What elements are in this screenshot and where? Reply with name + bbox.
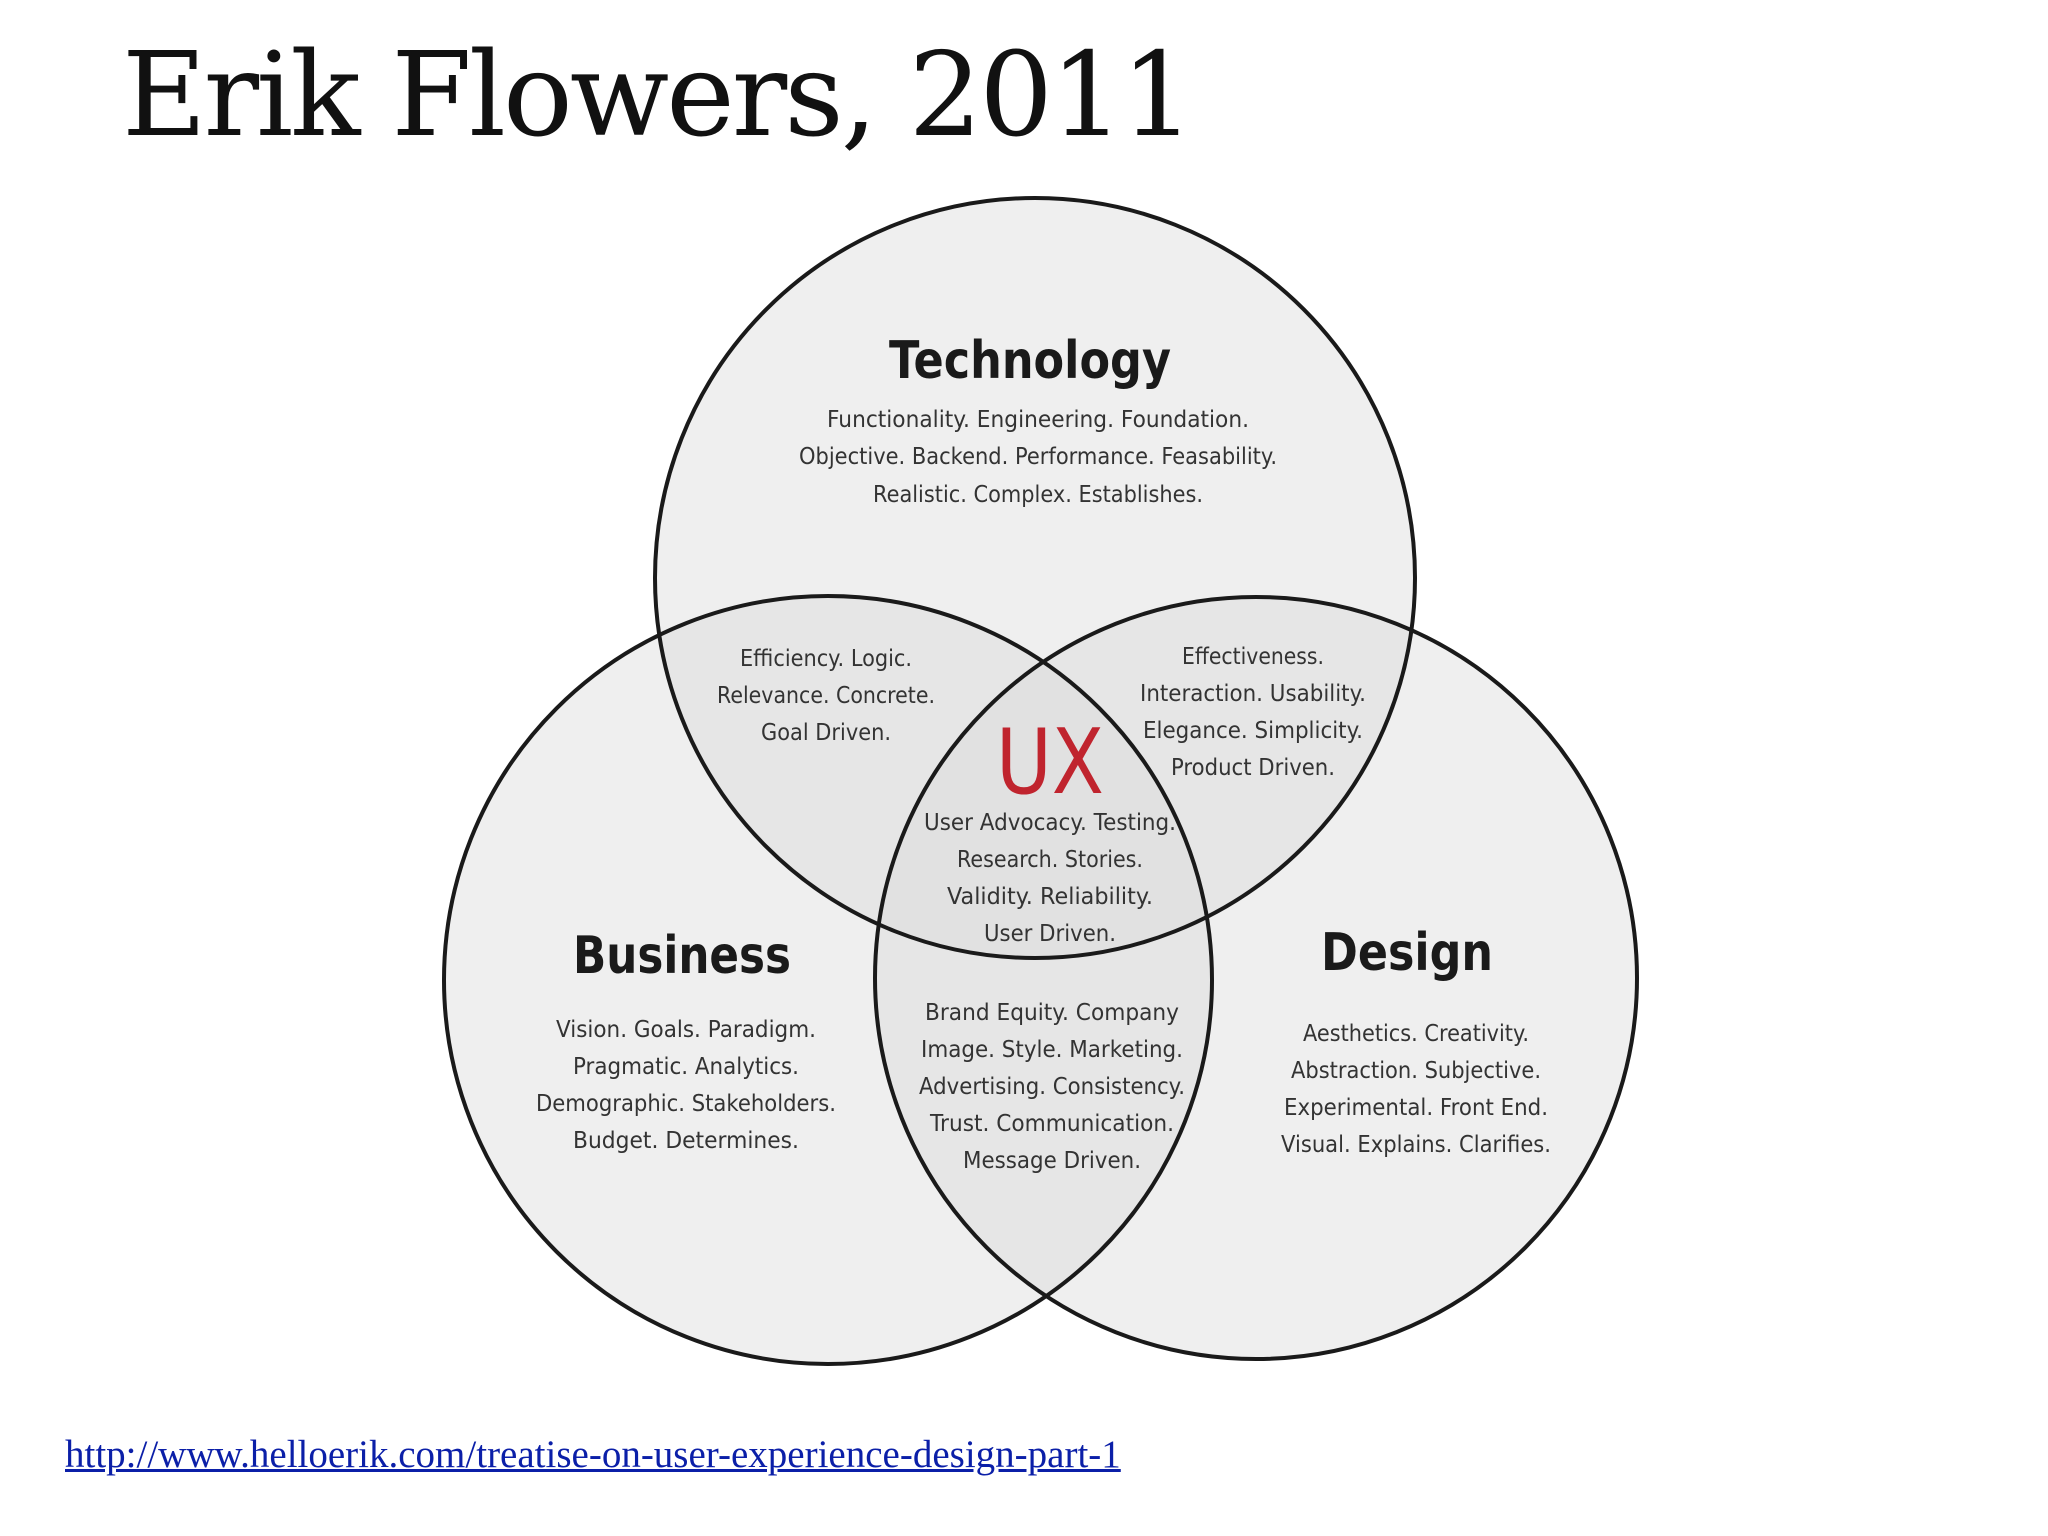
technology-circle-fill [655,198,1415,958]
design-line-2: Abstraction. Subjective. [1291,1056,1541,1084]
technology-line-1: Functionality. Engineering. Foundation. [827,405,1249,433]
design-line-3: Experimental. Front End. [1284,1093,1548,1121]
tech-design-line-4: Product Driven. [1171,753,1335,781]
ux-line-3: Validity. Reliability. [947,882,1153,910]
tech-business-line-1: Efficiency. Logic. [740,644,912,672]
business-line-1: Vision. Goals. Paradigm. [556,1015,816,1043]
business-line-3: Demographic. Stakeholders. [536,1089,836,1117]
design-title: Design [1321,923,1493,983]
technology-circle [653,196,1417,960]
technology-line-3: Realistic. Complex. Establishes. [873,480,1203,508]
tech-design-line-1: Effectiveness. [1182,642,1324,670]
source-link[interactable]: http://www.helloerik.com/treatise-on-use… [65,1433,1121,1476]
tech-design-line-3: Elegance. Simplicity. [1143,716,1363,744]
business-line-2: Pragmatic. Analytics. [573,1052,799,1080]
business-circle [442,594,1214,1366]
business-design-line-2: Image. Style. Marketing. [921,1035,1183,1063]
tech-design-line-2: Interaction. Usability. [1140,679,1366,707]
ux-label: UX [996,710,1104,815]
design-line-4: Visual. Explains. Clarifies. [1281,1130,1551,1158]
design-circle [873,595,1639,1361]
business-design-line-4: Trust. Communication. [929,1109,1174,1137]
business-design-line-3: Advertising. Consistency. [919,1072,1185,1100]
business-title: Business [573,926,791,986]
business-line-4: Budget. Determines. [573,1126,799,1154]
tech-business-line-2: Relevance. Concrete. [717,681,935,709]
business-circle-fill [444,596,1212,1364]
ux-line-4: User Driven. [984,919,1116,947]
slide-title: Erik Flowers, 2011 [122,28,1195,163]
technology-line-2: Objective. Backend. Performance. Feasabi… [799,442,1277,470]
business-design-line-1: Brand Equity. Company [925,998,1179,1026]
ux-line-1: User Advocacy. Testing. [924,808,1176,836]
technology-title: Technology [889,331,1171,391]
design-line-1: Aesthetics. Creativity. [1303,1019,1529,1047]
ux-line-2: Research. Stories. [957,845,1143,873]
design-circle-fill [875,597,1637,1359]
business-design-line-5: Message Driven. [963,1146,1141,1174]
tech-business-line-3: Goal Driven. [761,718,891,746]
